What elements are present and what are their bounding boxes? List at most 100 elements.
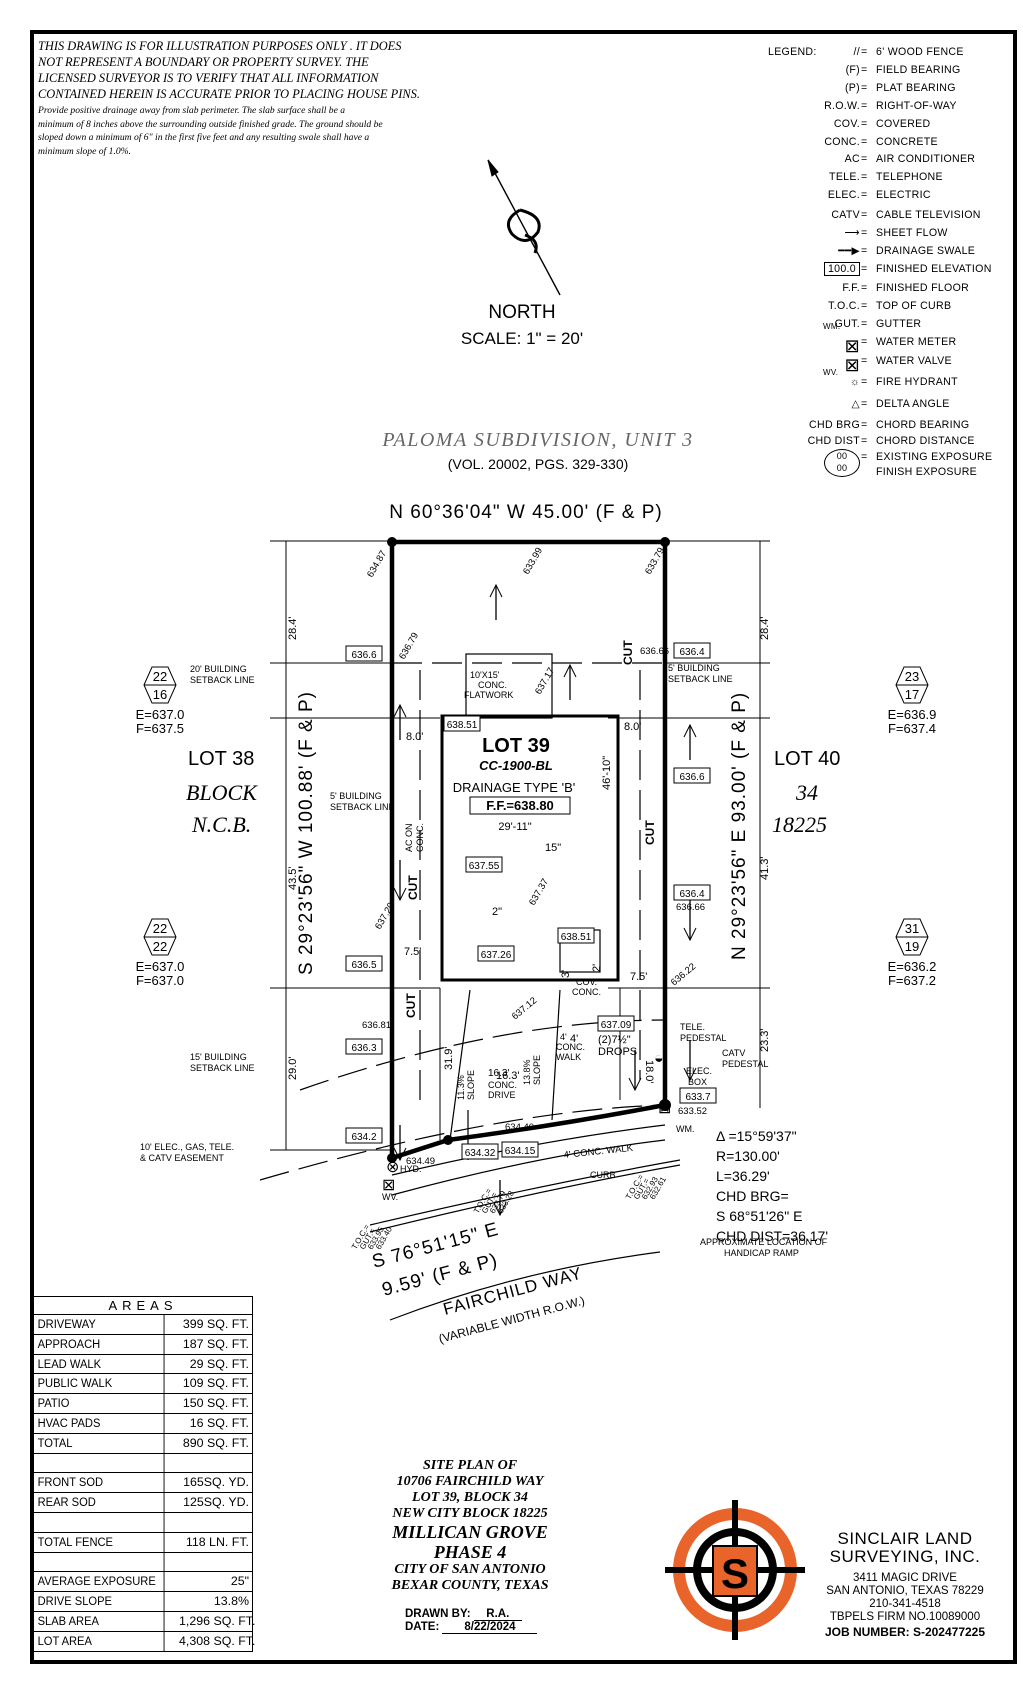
legend-symbol: CONC. xyxy=(824,136,860,148)
dimension-value: 43.5' xyxy=(287,866,299,890)
exposure-finish: 17 xyxy=(905,687,919,702)
curve-data: CHD DIST=36.17' xyxy=(716,1228,828,1244)
elevation-box xyxy=(461,1143,499,1160)
areas-label: LOT AREA xyxy=(34,1631,165,1651)
plan-code: CC-1900-BL xyxy=(479,758,553,773)
left-bearing: S 29°23'56" W 100.88' (F & P) xyxy=(296,691,317,975)
cut-label: CUT xyxy=(621,640,635,665)
legend-eq: = xyxy=(861,189,868,201)
ac-label: CONC. xyxy=(415,823,425,852)
setback-label: SETBACK LINE xyxy=(330,802,395,812)
elevation-value: 636.6 xyxy=(351,650,376,661)
legend-eq: = xyxy=(861,100,868,112)
exposure-existing: 22 xyxy=(153,669,167,684)
plan-annotations: S 29°23'56" W 100.88' (F & P)N 29°23'56"… xyxy=(136,546,937,1346)
title-line: 10706 FAIRCHILD WAY xyxy=(396,1474,544,1489)
legend-desc: FINISH EXPOSURE xyxy=(876,466,978,478)
title-line: CITY OF SAN ANTONIO xyxy=(394,1562,546,1577)
company-address: 3411 MAGIC DRIVE xyxy=(853,1572,957,1584)
legend-symbol: ELEC. xyxy=(827,189,860,201)
ac-label: AC ON xyxy=(404,823,414,852)
legend-row: 100.0=FINISHED ELEVATION xyxy=(768,262,998,281)
curve-data: S 68°51'26" E xyxy=(716,1208,802,1224)
elevation-spot: 636.79 xyxy=(397,631,421,662)
setback-label: SETBACK LINE xyxy=(190,1063,255,1073)
legend-row: GUT.=GUTTER xyxy=(768,318,998,336)
flatwork-label: 10'X15' xyxy=(470,670,500,680)
legend-row: ━━▶=DRAINAGE SWALE xyxy=(768,245,998,263)
legend-row: △=DELTA ANGLE xyxy=(768,398,998,416)
legend-eq: = xyxy=(861,118,868,130)
legend-row: CHD BRG=CHORD BEARING xyxy=(768,419,998,437)
company-name: SINCLAIR LAND xyxy=(837,1529,973,1548)
areas-value: 187 SQ. FT. xyxy=(182,1336,249,1351)
drive-label: 16.3' xyxy=(488,1068,509,1079)
legend-symbol: ⊠ xyxy=(844,355,860,375)
dimension-value: 8.0' xyxy=(406,731,423,743)
fire-hydrant-icon: ⊗ xyxy=(386,1159,399,1176)
legend-desc: AIR CONDITIONER xyxy=(876,153,976,165)
company-info: SINCLAIR LAND SURVEYING, INC. 3411 MAGIC… xyxy=(800,1530,1010,1640)
company-firm: TBPELS FIRM NO.10089000 xyxy=(829,1611,981,1623)
elevation-value: 636.5 xyxy=(351,960,376,971)
dimension-value: 8.0' xyxy=(624,721,641,733)
curve-data: R=130.00' xyxy=(716,1148,780,1164)
setback-label: 20' BUILDING xyxy=(190,664,247,674)
legend-symbol: GUT. xyxy=(834,318,860,330)
legend-row: CHD DIST=CHORD DISTANCE xyxy=(768,435,998,453)
legend-eq: = xyxy=(861,227,868,239)
logo-badge xyxy=(712,1545,758,1597)
exposure-e: E=636.2 xyxy=(888,959,937,974)
surveyor-logo: S xyxy=(665,1500,805,1640)
areas-label: AVERAGE EXPOSURE xyxy=(34,1572,165,1592)
legend-symbol: 100.0 xyxy=(823,262,860,276)
walk-label: WALK xyxy=(556,1052,581,1062)
legend-desc: EXISTING EXPOSURE xyxy=(876,451,993,463)
arrow-head xyxy=(393,1147,407,1162)
areas-value: 165SQ. YD. xyxy=(183,1475,249,1490)
legend-desc: RIGHT-OF-WAY xyxy=(876,100,957,112)
elevation-box xyxy=(673,642,711,659)
walk-label: 4' xyxy=(560,1032,567,1042)
elevation-spot: 636.22 xyxy=(669,961,698,988)
catv-label: CATV xyxy=(722,1048,745,1058)
title-line: BEXAR COUNTY, TEXAS xyxy=(391,1578,549,1593)
setback-label: & CATV EASEMENT xyxy=(140,1153,224,1163)
elevation-box xyxy=(345,1127,383,1144)
logo-letter: S xyxy=(721,1550,749,1597)
legend-sublabel: WV. xyxy=(823,368,839,377)
dimension-value: 7.5' xyxy=(404,946,421,958)
elevation-value: 634.2 xyxy=(351,1132,376,1143)
areas-title: AREAS xyxy=(34,1297,252,1315)
dimension-value: 16.3' xyxy=(496,1070,520,1082)
drainage-type: DRAINAGE TYPE 'B' xyxy=(453,780,575,795)
exposure-e: E=636.9 xyxy=(888,707,937,722)
legend-eq: = xyxy=(861,245,868,257)
legend-symbol: T.O.C. xyxy=(828,300,860,312)
legend-desc: SHEET FLOW xyxy=(876,227,948,239)
legend-eq: = xyxy=(861,171,868,183)
legend-eq: = xyxy=(861,398,868,410)
arrow-head xyxy=(563,663,577,678)
elec-label: BOX xyxy=(688,1077,707,1087)
legend-desc: FIELD BEARING xyxy=(876,64,961,76)
areas-row xyxy=(34,1512,252,1533)
ramp-label: HANDICAP RAMP xyxy=(724,1248,799,1258)
exposure-existing: 22 xyxy=(153,921,167,936)
elevation-value: 636.3 xyxy=(351,1043,376,1054)
drawing-sheet xyxy=(30,30,1017,1664)
disclaimer-line: NOT REPRESENT A BOUNDARY OR PROPERTY SUR… xyxy=(38,55,369,69)
elevation-value: 638.51 xyxy=(561,932,592,943)
legend-row: AC=AIR CONDITIONER xyxy=(768,153,998,171)
legend-desc: FINISHED FLOOR xyxy=(876,282,970,294)
walk-label: CONC. xyxy=(556,1042,585,1052)
elevation-box xyxy=(469,796,571,815)
elevation-value: 636.4 xyxy=(679,889,704,900)
